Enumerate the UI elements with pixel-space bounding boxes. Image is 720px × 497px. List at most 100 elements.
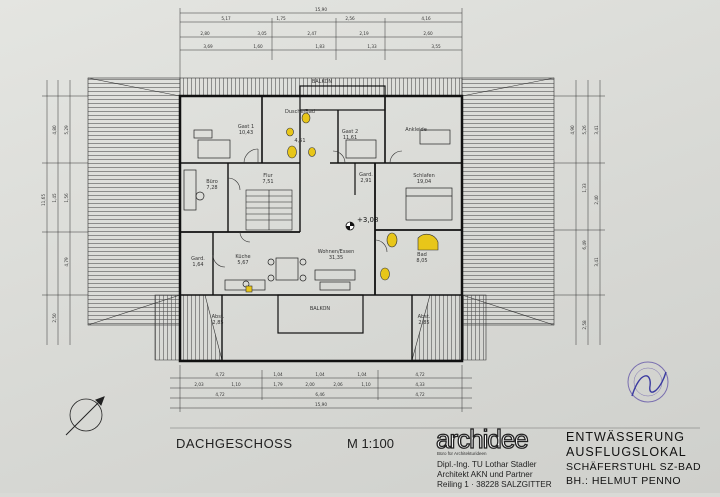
dim-top-r2-2: 3,05 (257, 31, 267, 36)
room-area-bad: 8,05 (416, 258, 427, 264)
room-name-bad: Bad (417, 252, 427, 258)
dim-right-4: 2,40 (594, 195, 599, 205)
dim-right-3: 1,33 (582, 183, 587, 193)
architect-stamp (627, 361, 669, 403)
balkon-top-label: BALKON (312, 79, 333, 85)
room-area-gast1: 10,43 (239, 130, 253, 136)
room-name-kueche: Küche (235, 254, 250, 260)
dim-bottom-r2-3: 1,79 (273, 382, 283, 387)
project-title-2: AUSFLUGSLOKAL (566, 445, 687, 459)
height-mark: +3,08 (345, 216, 378, 231)
door-swings (212, 148, 403, 268)
room-area-garderobe: 2,91 (360, 178, 371, 184)
room-area-flur: 7,51 (262, 179, 273, 185)
dim-top-row1: 5,17 1,75 2,56 4,16 (221, 16, 431, 21)
room-name-garderobe: Gard. (359, 172, 373, 178)
project-title-1: ENTWÄSSERUNG (566, 430, 685, 444)
room-area-kueche: 5,67 (237, 260, 248, 266)
dim-left-2: 5,29 (64, 125, 69, 135)
dim-top-row3: 3,69 1,60 1,83 1,33 3,55 (203, 44, 441, 49)
dim-top-r1-2: 1,75 (276, 16, 286, 21)
dim-right-1: 5,26 (582, 125, 587, 135)
dim-top-r2-4: 2,19 (359, 31, 369, 36)
dim-right-5: 6,49 (582, 240, 587, 250)
room-name-schlafen: Schlafen (413, 173, 435, 179)
dim-bottom-r3-1: 6,46 (315, 392, 325, 397)
dim-bottom-r1-1: 1,04 (273, 372, 283, 377)
room-name-abst2: Abst. (418, 314, 431, 320)
dim-right-2: 3,41 (594, 125, 599, 135)
dim-bottom-row2: 2,03 1,10 1,79 2,00 2,06 1,10 4,33 (194, 382, 425, 387)
floor-title: DACHGESCHOSS (176, 436, 293, 451)
dim-top-overall: 15,90 (315, 7, 327, 12)
dim-top-r3-8: 3,55 (431, 44, 441, 49)
room-labels: Gast 1 10,43 Gast 2 11,61 Ankleide Büro … (191, 79, 435, 326)
room-name-buero: Büro (206, 179, 218, 185)
room-name-ankleide: Ankleide (405, 127, 427, 133)
left-dimensions (42, 80, 88, 345)
dim-bottom-r1-3: 1,04 (315, 372, 325, 377)
dim-top-r2-5: 2,60 (423, 31, 433, 36)
dim-left-3: 1,45 (52, 193, 57, 203)
dim-left-6: 2,50 (52, 313, 57, 323)
dim-bottom-r2-2: 1,10 (231, 382, 241, 387)
architect-logo-subtitle: Büro für Architekturideen (437, 451, 487, 456)
north-arrow-icon (65, 396, 105, 436)
dim-top-r2-3: 2,47 (307, 31, 317, 36)
building-walls (178, 85, 464, 363)
dim-bottom-r2-4: 2,00 (305, 382, 315, 387)
dim-top-r3-4: 1,83 (315, 44, 325, 49)
dim-left-1: 4,80 (52, 125, 57, 135)
room-area-buero: 7,28 (206, 185, 217, 191)
dim-bottom-r3-0: 4,72 (215, 392, 225, 397)
room-name-gast2: Gast 2 (342, 129, 358, 135)
room-name-gard2: Gard. (191, 256, 205, 262)
dim-bottom-r1-6: 4,72 (415, 372, 425, 377)
dim-top-r1-4: 2,56 (345, 16, 355, 21)
room-name-flur: Flur (263, 173, 273, 179)
right-dimensions (554, 80, 605, 345)
dim-right-0: 4,90 (570, 125, 575, 135)
architect-office: Architekt AKN und Partner (437, 470, 533, 479)
top-dimensions (179, 8, 463, 78)
dim-bottom-r2-0: 2,03 (194, 382, 204, 387)
sanitary-fixtures (245, 112, 439, 293)
dim-bottom-r1-5: 1,04 (357, 372, 367, 377)
dim-bottom-row1: 4,72 1,04 1,04 1,04 4,72 (215, 372, 425, 377)
dim-top-r2-0: 2,80 (200, 31, 210, 36)
room-area-wohnen: 31,35 (329, 255, 343, 261)
dim-bottom-r3-2: 4,72 (415, 392, 425, 397)
dim-top-row2: 2,80 3,05 2,47 2,19 2,60 (200, 31, 433, 36)
dim-bottom-r2-6: 1,10 (361, 382, 371, 387)
roof-bottom-left (154, 294, 223, 361)
room-area-abst1: 2,85 (212, 320, 223, 326)
architect-logo: archidee (435, 423, 529, 454)
scale-label: M 1:100 (347, 436, 394, 451)
project-client: BH.: HELMUT PENNO (566, 475, 682, 487)
dim-top-r3-0: 3,69 (203, 44, 213, 49)
bottom-dimensions (170, 365, 472, 412)
furniture (183, 129, 453, 291)
dim-right-7: 2,58 (582, 320, 587, 330)
dim-top-r1-0: 5,17 (221, 16, 231, 21)
architect-name: Dipl.-Ing. TU Lothar Stadler (437, 460, 537, 469)
dim-bottom-r2-7: 4,33 (415, 382, 425, 387)
dim-left-0: 11,65 (41, 194, 46, 206)
room-name-duschbad: Dusche/Bad (285, 109, 315, 115)
room-area-gast2: 11,61 (343, 135, 357, 141)
dim-bottom-row3: 4,72 6,46 4,72 (215, 392, 425, 397)
room-area-abst2: 2,85 (418, 320, 429, 326)
room-area-duschbad: 4,51 (294, 138, 305, 144)
room-name-wohnen: Wohnen/Essen (318, 249, 355, 255)
roof-bottom-right (411, 294, 487, 361)
dim-right-6: 3,41 (594, 257, 599, 267)
dim-left-4: 1,56 (64, 193, 69, 203)
architect-address: Reiling 1 · 38228 SALZGITTER (437, 480, 552, 489)
room-area-schlafen: 19,04 (417, 179, 431, 185)
dim-top-r3-6: 1,33 (367, 44, 377, 49)
balkon-bottom-label: BALKON (310, 306, 331, 312)
height-mark-value: +3,08 (357, 216, 378, 224)
dim-bottom-r1-0: 4,72 (215, 372, 225, 377)
